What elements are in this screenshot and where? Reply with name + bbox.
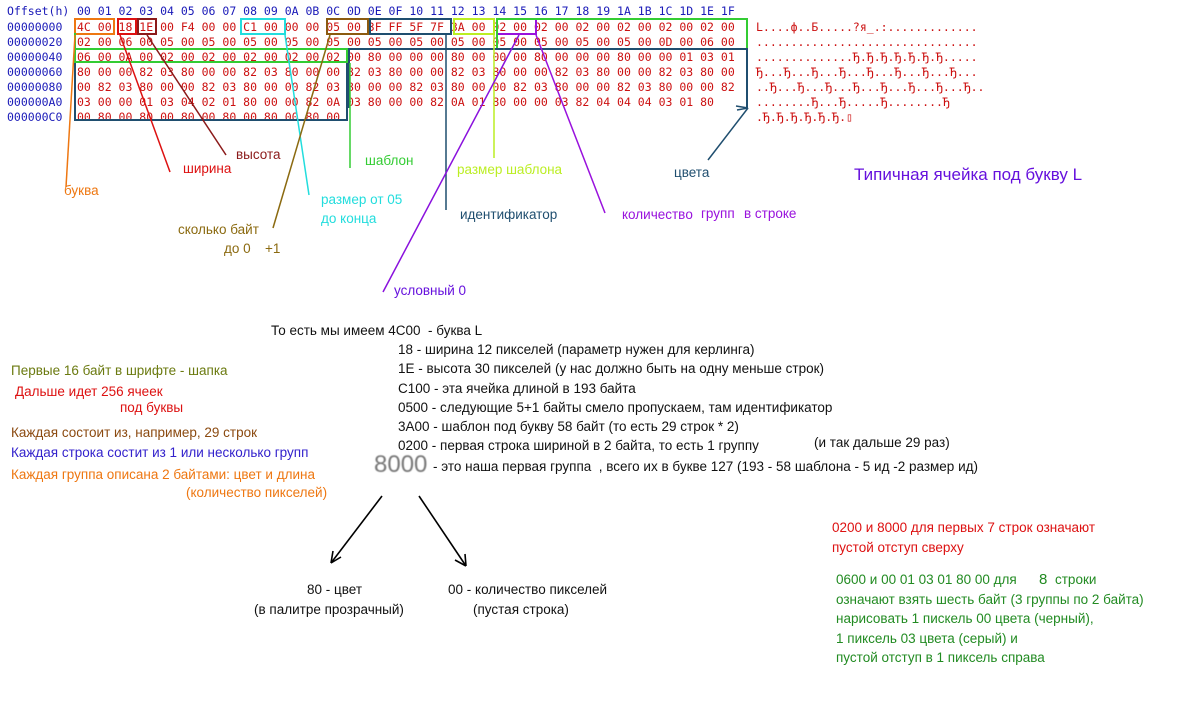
- label-width: ширина: [183, 161, 232, 176]
- hex-bytes-row[interactable]: 03 00 00 01 03 04 02 01 80 00 00 82 0A 0…: [77, 95, 714, 109]
- highlight-template-size: [453, 18, 495, 35]
- note-row8-line: 1 пиксель 03 цвета (серый) и: [836, 631, 1018, 646]
- explanation-and-so-on: (и так дальше 29 раз): [814, 435, 950, 450]
- label-colors: цвета: [674, 165, 710, 180]
- note-pairs: Каждая группа описана 2 байтами: цвет и …: [11, 467, 315, 482]
- explanation-line: 3A00 - шаблон под букву 58 байт (то есть…: [398, 419, 739, 434]
- hex-ascii-row[interactable]: L....ф..Б.....?я_.:.............: [756, 20, 978, 34]
- explanation-intro: То есть мы имеем 4С00 - буква L: [271, 323, 483, 338]
- explanation-line: С100 - эта ячейка длиной в 193 байта: [398, 381, 636, 396]
- hex-header-label: Offset(h): [7, 4, 70, 18]
- note-cells-sub: под буквы: [120, 400, 184, 415]
- label-letter: буква: [64, 183, 99, 198]
- highlight-colors-b: [74, 63, 348, 121]
- label-groups: групп: [701, 206, 735, 221]
- label-height: высота: [236, 147, 281, 162]
- label-to-end: до конца: [321, 211, 377, 226]
- explanation-line: 0200 - первая строка шириной в 2 байта, …: [398, 438, 759, 453]
- hex-ascii-row[interactable]: ..Ђ...Ђ...Ђ...Ђ...Ђ...Ђ...Ђ...Ђ..: [756, 80, 985, 94]
- color-80-label: 80 - цвет: [307, 582, 363, 597]
- hex-offset: 00000080: [7, 80, 63, 94]
- highlight-skip: [326, 18, 369, 35]
- hex-column-header: 00 01 02 03 04 05 06 07 08 09 0A 0B 0C 0…: [77, 4, 735, 18]
- explanation-group-line: - это наша первая группа , всего их в бу…: [433, 459, 978, 474]
- note-cells: Дальше идет 256 ячеек: [15, 384, 163, 399]
- highlight-height: [137, 18, 157, 35]
- label-in-row: в строке: [744, 206, 797, 221]
- page-title: Типичная ячейка под букву L: [854, 165, 1083, 184]
- hex-offset: 00000060: [7, 65, 63, 79]
- highlight-width: [117, 18, 137, 35]
- note-top-padding-sub: пустой отступ сверху: [832, 540, 964, 555]
- hex-ascii-row[interactable]: .Ђ.Ђ.Ђ.Ђ.Ђ.Ђ.▯: [756, 110, 853, 124]
- highlight-identifier: [369, 18, 452, 35]
- note-row8-a: 0600 и 00 01 03 01 80 00 для: [836, 572, 1017, 587]
- note-row8-c: строки: [1055, 572, 1097, 587]
- label-template-size: размер шаблона: [457, 162, 563, 177]
- hex-offset: 000000A0: [7, 95, 63, 109]
- hex-bytes-row[interactable]: 80 00 00 82 03 80 00 00 82 03 80 00 00 8…: [77, 65, 735, 79]
- label-conditional-zero: условный 0: [394, 283, 467, 298]
- hex-ascii-row[interactable]: ..............Ђ.Ђ.Ђ.Ђ.Ђ.Ђ.Ђ.....: [756, 50, 978, 64]
- note-groups: Каждая строка состит из 1 или несколько …: [11, 445, 309, 460]
- color-80-sub: (в палитре прозрачный): [254, 602, 404, 617]
- explanation-line: 18 - ширина 12 пикселей (параметр нужен …: [398, 342, 755, 357]
- note-rows: Каждая состоит из, например, 29 строк: [11, 425, 257, 440]
- label-how-many-bytes: сколько байт: [178, 222, 259, 237]
- note-pairs-sub: (количество пикселей): [186, 485, 328, 500]
- hex-ascii-row[interactable]: ........Ђ...Ђ.....Ђ........Ђ: [756, 95, 950, 109]
- highlight-size: [240, 18, 286, 35]
- label-identifier: идентификатор: [460, 207, 558, 222]
- note-row8-num: 8: [1039, 571, 1048, 588]
- hex-offset: 000000C0: [7, 110, 63, 124]
- hex-offset: 00000020: [7, 35, 63, 49]
- hex-bytes-row[interactable]: 00 82 03 80 00 00 82 03 80 00 00 82 03 8…: [77, 80, 735, 94]
- label-to-zero: до 0: [224, 241, 251, 256]
- hex-ascii-row[interactable]: Ђ...Ђ...Ђ...Ђ...Ђ...Ђ...Ђ...Ђ...: [756, 65, 978, 79]
- label-count: количествo: [622, 207, 693, 222]
- explanation-line: 1E - высота 30 пикселей (у нас должно бы…: [398, 361, 825, 376]
- explanation-line: 0500 - следующие 5+1 байты смело пропуск…: [398, 400, 833, 415]
- hex-offset: 00000000: [7, 20, 63, 34]
- label-size-from-05: размер от 05: [321, 192, 403, 207]
- highlight-colors-a: [348, 48, 748, 108]
- note-row8-line: нарисовать 1 пискель 00 цвета (черный),: [836, 611, 1094, 626]
- note-row8-line: пустой отступ в 1 пиксель справа: [836, 650, 1045, 665]
- hex-offset: 00000040: [7, 50, 63, 64]
- label-plus-one: +1: [265, 241, 281, 256]
- count-00-sub: (пустая строка): [473, 602, 569, 617]
- highlight-letter: [74, 18, 115, 35]
- note-top-padding: 0200 и 8000 для первых 7 строк означают: [832, 520, 1096, 535]
- note-row8-line: означают взять шесть байт (3 группы по 2…: [836, 592, 1144, 607]
- label-template: шаблон: [365, 153, 414, 168]
- big-8000: 8000: [374, 451, 428, 478]
- hex-ascii-row[interactable]: ................................: [756, 35, 978, 49]
- count-00-label: 00 - количество пикселей: [448, 582, 608, 597]
- note-header: Первые 16 байт в шрифте - шапка: [11, 363, 228, 378]
- highlight-template-c: [74, 48, 348, 63]
- hex-bytes-row[interactable]: 4C 00 18 1E 00 F4 00 00 C1 00 00 00 05 0…: [77, 20, 735, 34]
